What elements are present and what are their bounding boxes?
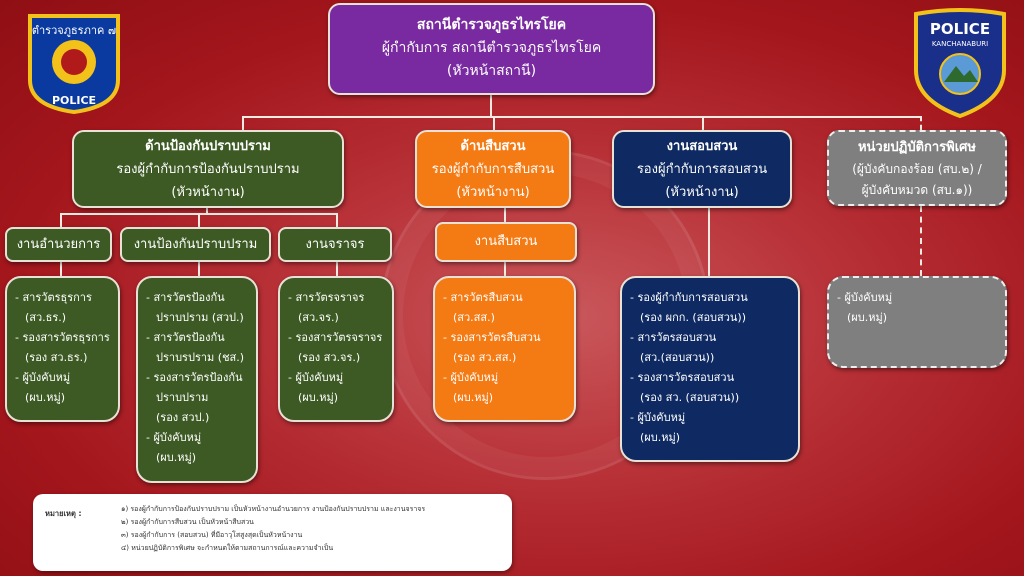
unit-investigation: งานสืบสวน	[435, 222, 577, 262]
division-prevention: ด้านป้องกันปราบปราม รองผู้กำกับการป้องกั…	[72, 130, 344, 208]
detail-line: - ผู้บังคับหมู่	[837, 291, 893, 304]
svg-text:POLICE: POLICE	[52, 94, 96, 107]
remarks-label: หมายเหตุ :	[45, 509, 82, 518]
detail-line: - ผู้บังคับหมู่	[443, 371, 499, 384]
detail-line: ปราบปราม	[156, 391, 209, 404]
station-subtitle: ผู้กำกับการ สถานีตำรวจภูธรไทรโยค	[381, 40, 602, 56]
right-kanchanaburi-logo: POLICE KANCHANABURI	[910, 8, 1010, 120]
division-subtitle: รองผู้กำกับการสืบสวน	[431, 162, 555, 177]
detail-line: (สว.(สอบสวน))	[640, 351, 715, 364]
detail-line: (ผบ.หมู่)	[298, 391, 339, 404]
station-head-box: สถานีตำรวจภูธรไทรโยค ผู้กำกับการ สถานีตำ…	[328, 3, 655, 95]
detail-traffic: - สารวัตรจราจร (สว.จร.) - รองสารวัตรจราจร (…	[278, 276, 394, 422]
division-inquiry: งานสอบสวน รองผู้กำกับการสอบสวน (หัวหน้าง…	[612, 130, 792, 208]
svg-text:ตำรวจภูธรภาค ๗: ตำรวจภูธรภาค ๗	[32, 24, 116, 37]
detail-line: - ผู้บังคับหมู่	[146, 431, 202, 444]
detail-line: - รองสารวัตรสอบสวน	[630, 371, 735, 384]
division-subtitle: รองผู้กำกับการสอบสวน	[636, 162, 768, 177]
detail-line: - สารวัตรป้องกัน	[146, 291, 225, 304]
detail-line: (สว.ธร.)	[25, 311, 67, 324]
division-title: งานสอบสวน	[666, 139, 738, 154]
detail-line: - รองสารวัตรธุรการ	[15, 331, 110, 344]
detail-prevention: - สารวัตรป้องกันปราบปราม (สวป.)- สารวัตร…	[136, 276, 258, 483]
detail-line: (ผบ.หมู่)	[453, 391, 494, 404]
detail-line: (รอง สว.สส.)	[453, 351, 517, 364]
remark-item: ๒) รองผู้กำกับการสืบสวน เป็นหัวหน้าสืบสว…	[121, 518, 254, 526]
unit-traffic: งานจราจร	[278, 227, 392, 262]
detail-line: - รองสารวัตรป้องกัน	[146, 371, 243, 384]
detail-line: - สารวัตรป้องกัน	[146, 331, 225, 344]
detail-special: - ผู้บังคับหมู่ (ผบ.หมู่)	[827, 276, 1007, 368]
detail-line: (รอง สว.ธร.)	[25, 351, 88, 364]
detail-line: ปราบปราม (สวป.)	[156, 311, 244, 324]
remarks-box: หมายเหตุ : ๑) รองผู้กำกับการป้องกันปราบป…	[33, 494, 512, 571]
detail-line: - สารวัตรสอบสวน	[630, 331, 717, 344]
detail-line: (รอง ผกก. (สอบสวน))	[640, 311, 747, 324]
detail-investigation: - สารวัตรสืบสวน (สว.สส.) - รองสารวัตรสืบสว…	[433, 276, 576, 422]
station-title: สถานีตำรวจภูธรไทรโยค	[416, 17, 567, 33]
detail-line: - ผู้บังคับหมู่	[630, 411, 686, 424]
detail-line: - รองผู้กำกับการสอบสวน	[630, 291, 748, 304]
detail-line: - สารวัตรจราจร	[288, 291, 365, 304]
remark-item: ๔) หน่วยปฏิบัติการพิเศษ จะกำหนดให้ตามสถา…	[121, 544, 334, 552]
detail-line: (ผบ.หมู่)	[640, 431, 681, 444]
detail-line: - ผู้บังคับหมู่	[15, 371, 71, 384]
unit-prevention: งานป้องกันปราบปราม	[120, 227, 271, 262]
division-role: ผู้บังคับหมวด (สบ.๑))	[861, 183, 973, 197]
division-title: หน่วยปฏิบัติการพิเศษ	[857, 140, 977, 155]
detail-line: - สารวัตรสืบสวน	[443, 291, 523, 304]
division-investigation: ด้านสืบสวน รองผู้กำกับการสืบสวน (หัวหน้า…	[415, 130, 571, 208]
detail-line: - รองสารวัตรจราจร	[288, 331, 383, 344]
unit-admin: งานอำนวยการ	[5, 227, 112, 262]
division-role: (หัวหน้างาน)	[171, 185, 245, 200]
division-subtitle: รองผู้กำกับการป้องกันปราบปราม	[116, 162, 300, 177]
division-title: ด้านป้องกันปราบปราม	[145, 139, 271, 154]
detail-line: (รอง สวป.)	[156, 411, 210, 424]
division-subtitle: (ผู้บังคับกองร้อย (สบ.๒) /	[852, 162, 982, 176]
svg-text:KANCHANABURI: KANCHANABURI	[932, 40, 988, 48]
svg-text:POLICE: POLICE	[930, 20, 990, 38]
division-special-ops: หน่วยปฏิบัติการพิเศษ (ผู้บังคับกองร้อย (…	[827, 130, 1007, 206]
detail-line: (ผบ.หมู่)	[25, 391, 66, 404]
detail-line: - ผู้บังคับหมู่	[288, 371, 344, 384]
detail-admin: - สารวัตรธุรการ (สว.ธร.) - รองสารวัตรธุรกา…	[5, 276, 120, 422]
detail-line: - สารวัตรธุรการ	[15, 291, 92, 304]
detail-line: (รอง สว. (สอบสวน))	[640, 391, 740, 404]
left-police-logo: ตำรวจภูธรภาค ๗ POLICE	[22, 10, 126, 115]
detail-line: ปราบรปราม (ชส.)	[156, 351, 245, 364]
detail-line: (สว.สส.)	[453, 311, 495, 324]
division-title: ด้านสืบสวน	[460, 139, 526, 154]
station-role: (หัวหน้าสถานี)	[446, 63, 537, 79]
detail-line: - รองสารวัตรสืบสวน	[443, 331, 541, 344]
division-role: (หัวหน้างาน)	[665, 185, 739, 200]
detail-line: (รอง สว.จร.)	[298, 351, 361, 364]
detail-line: (ผบ.หมู่)	[156, 451, 197, 464]
detail-line: (สว.จร.)	[298, 311, 339, 324]
division-role: (หัวหน้างาน)	[456, 185, 530, 200]
remark-item: ๑) รองผู้กำกับการป้องกันปราบปราม เป็นหัว…	[121, 505, 426, 513]
detail-line: (ผบ.หมู่)	[847, 311, 888, 324]
detail-inquiry: - รองผู้กำกับการสอบสวน (รอง ผกก. (สอบสวน)…	[620, 276, 800, 462]
remark-item: ๓) รองผู้กำกับการ (สอบสวน) ที่มีอาวุโสสู…	[121, 531, 303, 539]
